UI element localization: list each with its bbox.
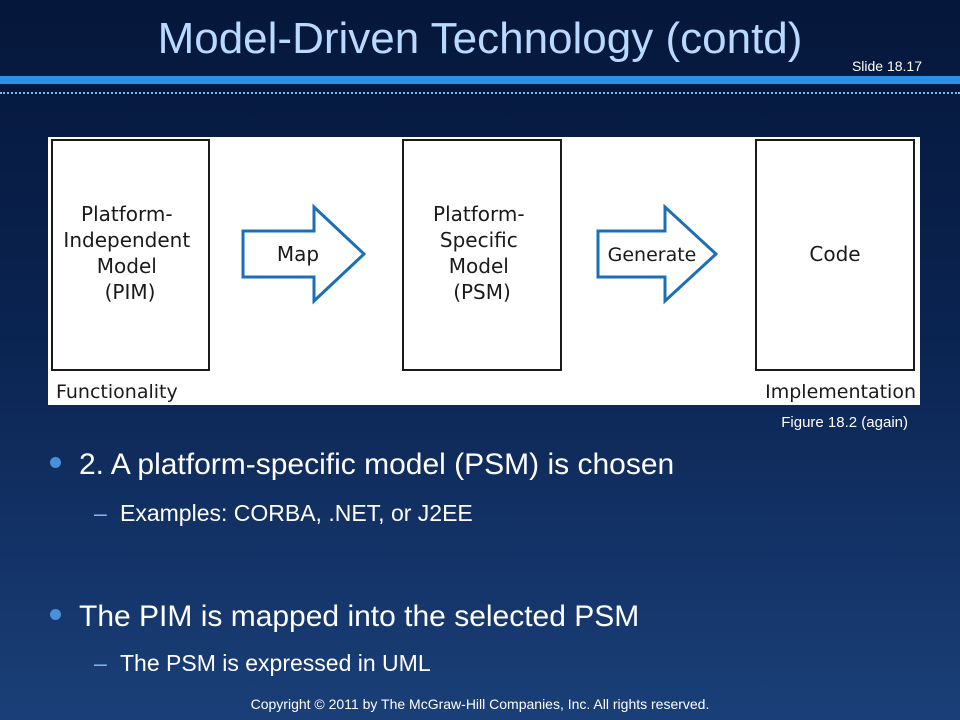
sub-bullet-item: – Examples: CORBA, .NET, or J2EE — [94, 500, 473, 527]
bullet-dot-icon — [50, 609, 61, 620]
copyright-notice: Copyright © 2011 by The McGraw-Hill Comp… — [250, 696, 710, 712]
psm-box — [402, 139, 562, 371]
sub-bullet-text: The PSM is expressed in UML — [120, 650, 431, 676]
figure-caption: Figure 18.2 (again) — [781, 414, 908, 431]
slide-title: Model-Driven Technology (contd) — [157, 14, 803, 63]
mda-diagram: Platform- Independent Model (PIM) Map Pl… — [51, 139, 916, 403]
bullet-text: 2. A platform-specific model (PSM) is ch… — [79, 448, 675, 481]
functionality-label: Functionality — [56, 381, 178, 403]
pim-label-line: Independent — [63, 228, 190, 252]
dash-icon: – — [94, 500, 107, 526]
bullet-item: 2. A platform-specific model (PSM) is ch… — [50, 448, 674, 482]
psm-label-line: (PSM) — [453, 280, 511, 304]
generate-arrow-icon — [596, 203, 719, 305]
implementation-label: Implementation — [765, 381, 916, 403]
code-box — [755, 139, 915, 371]
map-arrow-icon — [241, 203, 367, 305]
dotted-divider — [0, 92, 960, 94]
slide-number: Slide 18.17 — [851, 58, 922, 74]
pim-label-line: Model — [97, 254, 157, 278]
sub-bullet-item: – The PSM is expressed in UML — [94, 650, 431, 677]
generate-arrow-label: Generate — [608, 244, 697, 266]
bullet-item: The PIM is mapped into the selected PSM — [50, 600, 639, 634]
psm-label-line: Specific — [440, 228, 518, 252]
mda-figure: Platform- Independent Model (PIM) Map Pl… — [48, 137, 920, 405]
dash-icon: – — [94, 650, 107, 676]
code-label: Code — [809, 242, 860, 266]
title-underline — [0, 76, 960, 84]
pim-label: Platform- Independent Model (PIM) — [63, 202, 196, 304]
psm-label-line: Platform- — [433, 202, 525, 226]
bullet-dot-icon — [50, 457, 61, 468]
pim-label-line: (PIM) — [105, 280, 156, 304]
psm-label-line: Model — [449, 254, 509, 278]
sub-bullet-text: Examples: CORBA, .NET, or J2EE — [120, 500, 473, 526]
pim-label-line: Platform- — [81, 202, 173, 226]
map-arrow-label: Map — [277, 242, 319, 266]
psm-label: Platform- Specific Model (PSM) — [433, 202, 531, 304]
bullet-text: The PIM is mapped into the selected PSM — [79, 600, 640, 633]
pim-box — [51, 139, 210, 371]
